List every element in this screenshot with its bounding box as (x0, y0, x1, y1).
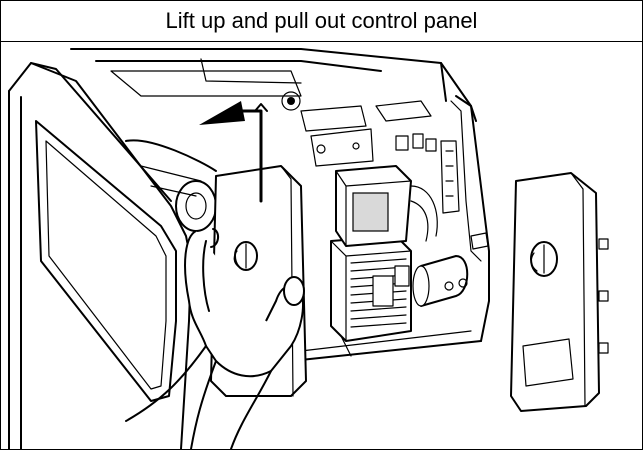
curved-arrow-icon (199, 101, 268, 203)
capacitor (412, 255, 469, 307)
cabinet-body (70, 48, 490, 362)
hand (125, 228, 305, 449)
magnetron (335, 165, 438, 247)
transformer (330, 235, 412, 342)
inner-components (125, 139, 217, 232)
microwave-door (8, 62, 192, 449)
title-bar: Lift up and pull out control panel (1, 1, 642, 42)
upper-chassis (281, 91, 489, 250)
microwave-illustration (8, 48, 609, 449)
control-panel-detached (510, 172, 609, 412)
page-title: Lift up and pull out control panel (165, 8, 478, 33)
